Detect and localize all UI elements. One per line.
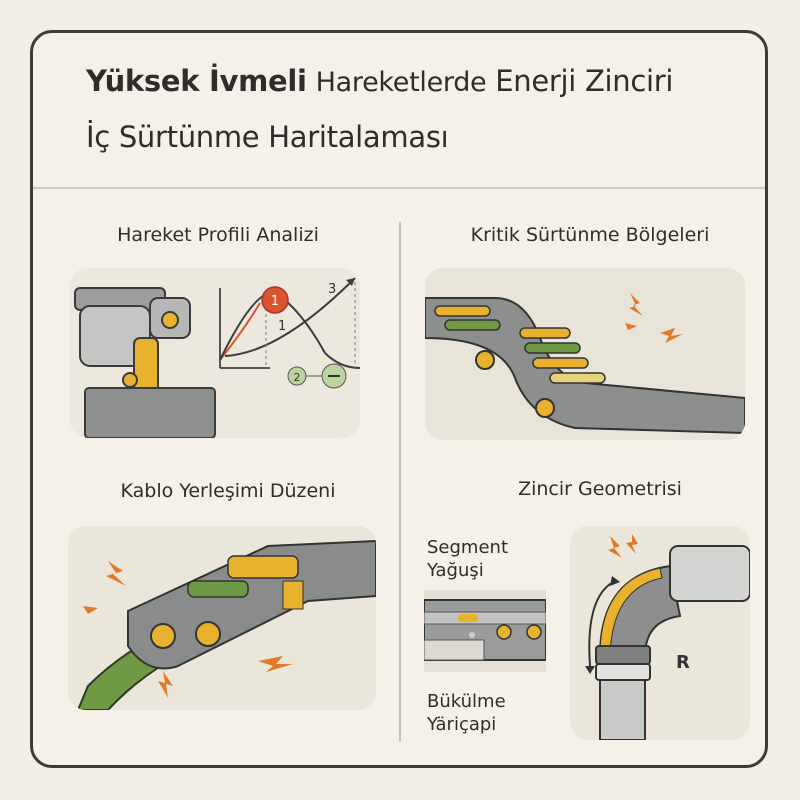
title-line-1: Yüksek İvmeli Hareketlerde Enerji Zincir… bbox=[86, 64, 673, 98]
horizontal-divider bbox=[33, 187, 765, 189]
motion-profile-illustration: 1 1 3 2 bbox=[70, 268, 360, 438]
chart-mark-3: 3 bbox=[328, 282, 336, 297]
vertical-divider bbox=[399, 222, 401, 742]
energy-chain-icon bbox=[425, 297, 745, 435]
spark-icon bbox=[83, 561, 293, 698]
title-end: Enerji Zinciri bbox=[495, 64, 674, 98]
chart-mark-1b: 1 bbox=[278, 319, 286, 334]
segment-closeup-illustration bbox=[424, 590, 546, 672]
heading-motion-profile: Hareket Profili Analizi bbox=[117, 224, 319, 246]
spark-icon bbox=[625, 293, 683, 343]
robot-arm-icon bbox=[74, 287, 216, 438]
chart-mark-1a: 1 bbox=[271, 294, 279, 309]
bent-chain-icon bbox=[595, 545, 750, 740]
label-segment: Segment Yağuşi bbox=[427, 537, 508, 581]
motion-curve-chart: 1 1 3 2 bbox=[219, 277, 360, 389]
friction-zones-illustration bbox=[425, 268, 745, 440]
bend-arrow-icon bbox=[588, 580, 616, 667]
radius-label: R bbox=[676, 652, 690, 673]
title-mid: Hareketlerde bbox=[315, 67, 487, 98]
title-bold: Yüksek İvmeli bbox=[86, 64, 307, 98]
spark-icon bbox=[608, 534, 638, 558]
bend-radius-illustration: R bbox=[570, 526, 750, 740]
heading-cable-layout: Kablo Yerleşimi Düzeni bbox=[120, 480, 336, 502]
title-line-2: İç Sürtünme Haritalaması bbox=[86, 120, 449, 154]
cable-layout-illustration bbox=[68, 526, 376, 710]
chain-segment-icon bbox=[127, 539, 376, 670]
chart-mark-2: 2 bbox=[294, 371, 301, 384]
heading-critical-friction: Kritik Sürtünme Bölgeleri bbox=[470, 224, 710, 246]
label-bend-radius: Bükülme Yäriçapi bbox=[427, 691, 506, 735]
heading-chain-geometry: Zincir Geometrisi bbox=[518, 478, 682, 500]
